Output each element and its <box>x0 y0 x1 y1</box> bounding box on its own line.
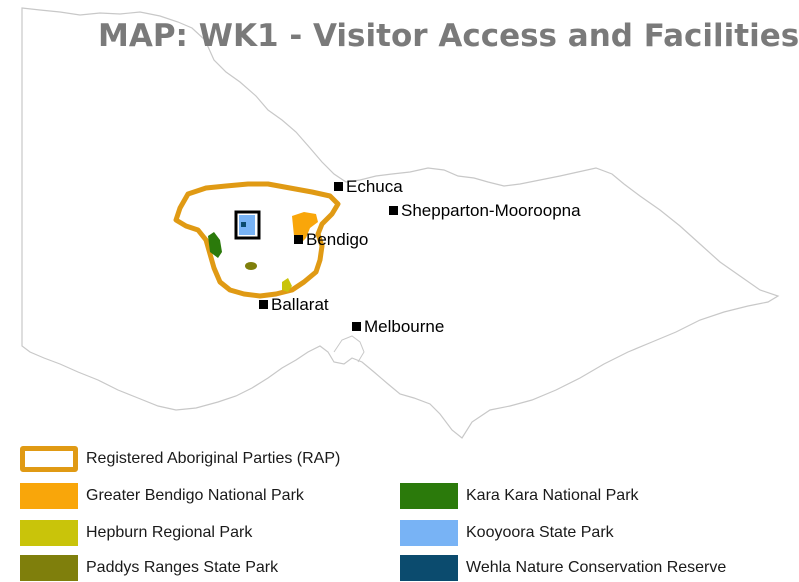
legend-label: Kooyoora State Park <box>466 524 614 541</box>
focus-box <box>234 210 261 240</box>
kooyoora-sp <box>239 215 255 235</box>
state-outline <box>21 7 780 439</box>
legend-swatch <box>400 483 458 509</box>
legend-swatch <box>20 555 78 581</box>
wehla-ncr <box>241 222 246 227</box>
bay-outline <box>333 335 365 363</box>
town-bendigo: Bendigo <box>294 230 368 250</box>
legend-item-greater-bendigo: Greater Bendigo National Park <box>20 483 304 509</box>
legend-item-kooyoora: Kooyoora State Park <box>400 520 614 546</box>
legend-swatch <box>20 483 78 509</box>
legend-swatch <box>400 555 458 581</box>
town-label: Echuca <box>346 177 403 196</box>
town-shepparton: Shepparton-Mooroopna <box>389 201 581 221</box>
legend-label: Wehla Nature Conservation Reserve <box>466 559 727 576</box>
legend-swatch <box>20 446 78 472</box>
map-title: MAP: WK1 - Visitor Access and Facilities <box>98 18 799 54</box>
rap-boundary <box>173 181 341 299</box>
town-marker-icon <box>389 206 398 215</box>
town-label: Ballarat <box>271 295 329 314</box>
legend-label: Greater Bendigo National Park <box>86 487 304 504</box>
town-ballarat: Ballarat <box>259 295 329 315</box>
legend-item-paddys: Paddys Ranges State Park <box>20 555 278 581</box>
legend-item-rap: Registered Aboriginal Parties (RAP) <box>20 446 340 472</box>
legend-label: Paddys Ranges State Park <box>86 559 279 576</box>
kara-kara-np <box>208 232 222 258</box>
town-label: Bendigo <box>306 230 369 249</box>
town-marker-icon <box>294 235 303 244</box>
legend-label: Hepburn Regional Park <box>86 524 253 541</box>
legend-item-hepburn: Hepburn Regional Park <box>20 520 252 546</box>
paddys-ranges-sp <box>245 262 257 270</box>
town-marker-icon <box>259 300 268 309</box>
legend-swatch <box>20 520 78 546</box>
town-echuca: Echuca <box>334 177 403 197</box>
legend-item-kara-kara: Kara Kara National Park <box>400 483 639 509</box>
town-label: Shepparton-Mooroopna <box>401 201 581 220</box>
legend-item-wehla: Wehla Nature Conservation Reserve <box>400 555 726 581</box>
town-melbourne: Melbourne <box>352 317 444 337</box>
town-label: Melbourne <box>364 317 445 336</box>
legend-swatch <box>400 520 458 546</box>
hepburn-rp <box>282 278 292 292</box>
legend-label: Registered Aboriginal Parties (RAP) <box>86 450 341 467</box>
town-marker-icon <box>334 182 343 191</box>
legend-label: Kara Kara National Park <box>466 487 639 504</box>
town-marker-icon <box>352 322 361 331</box>
